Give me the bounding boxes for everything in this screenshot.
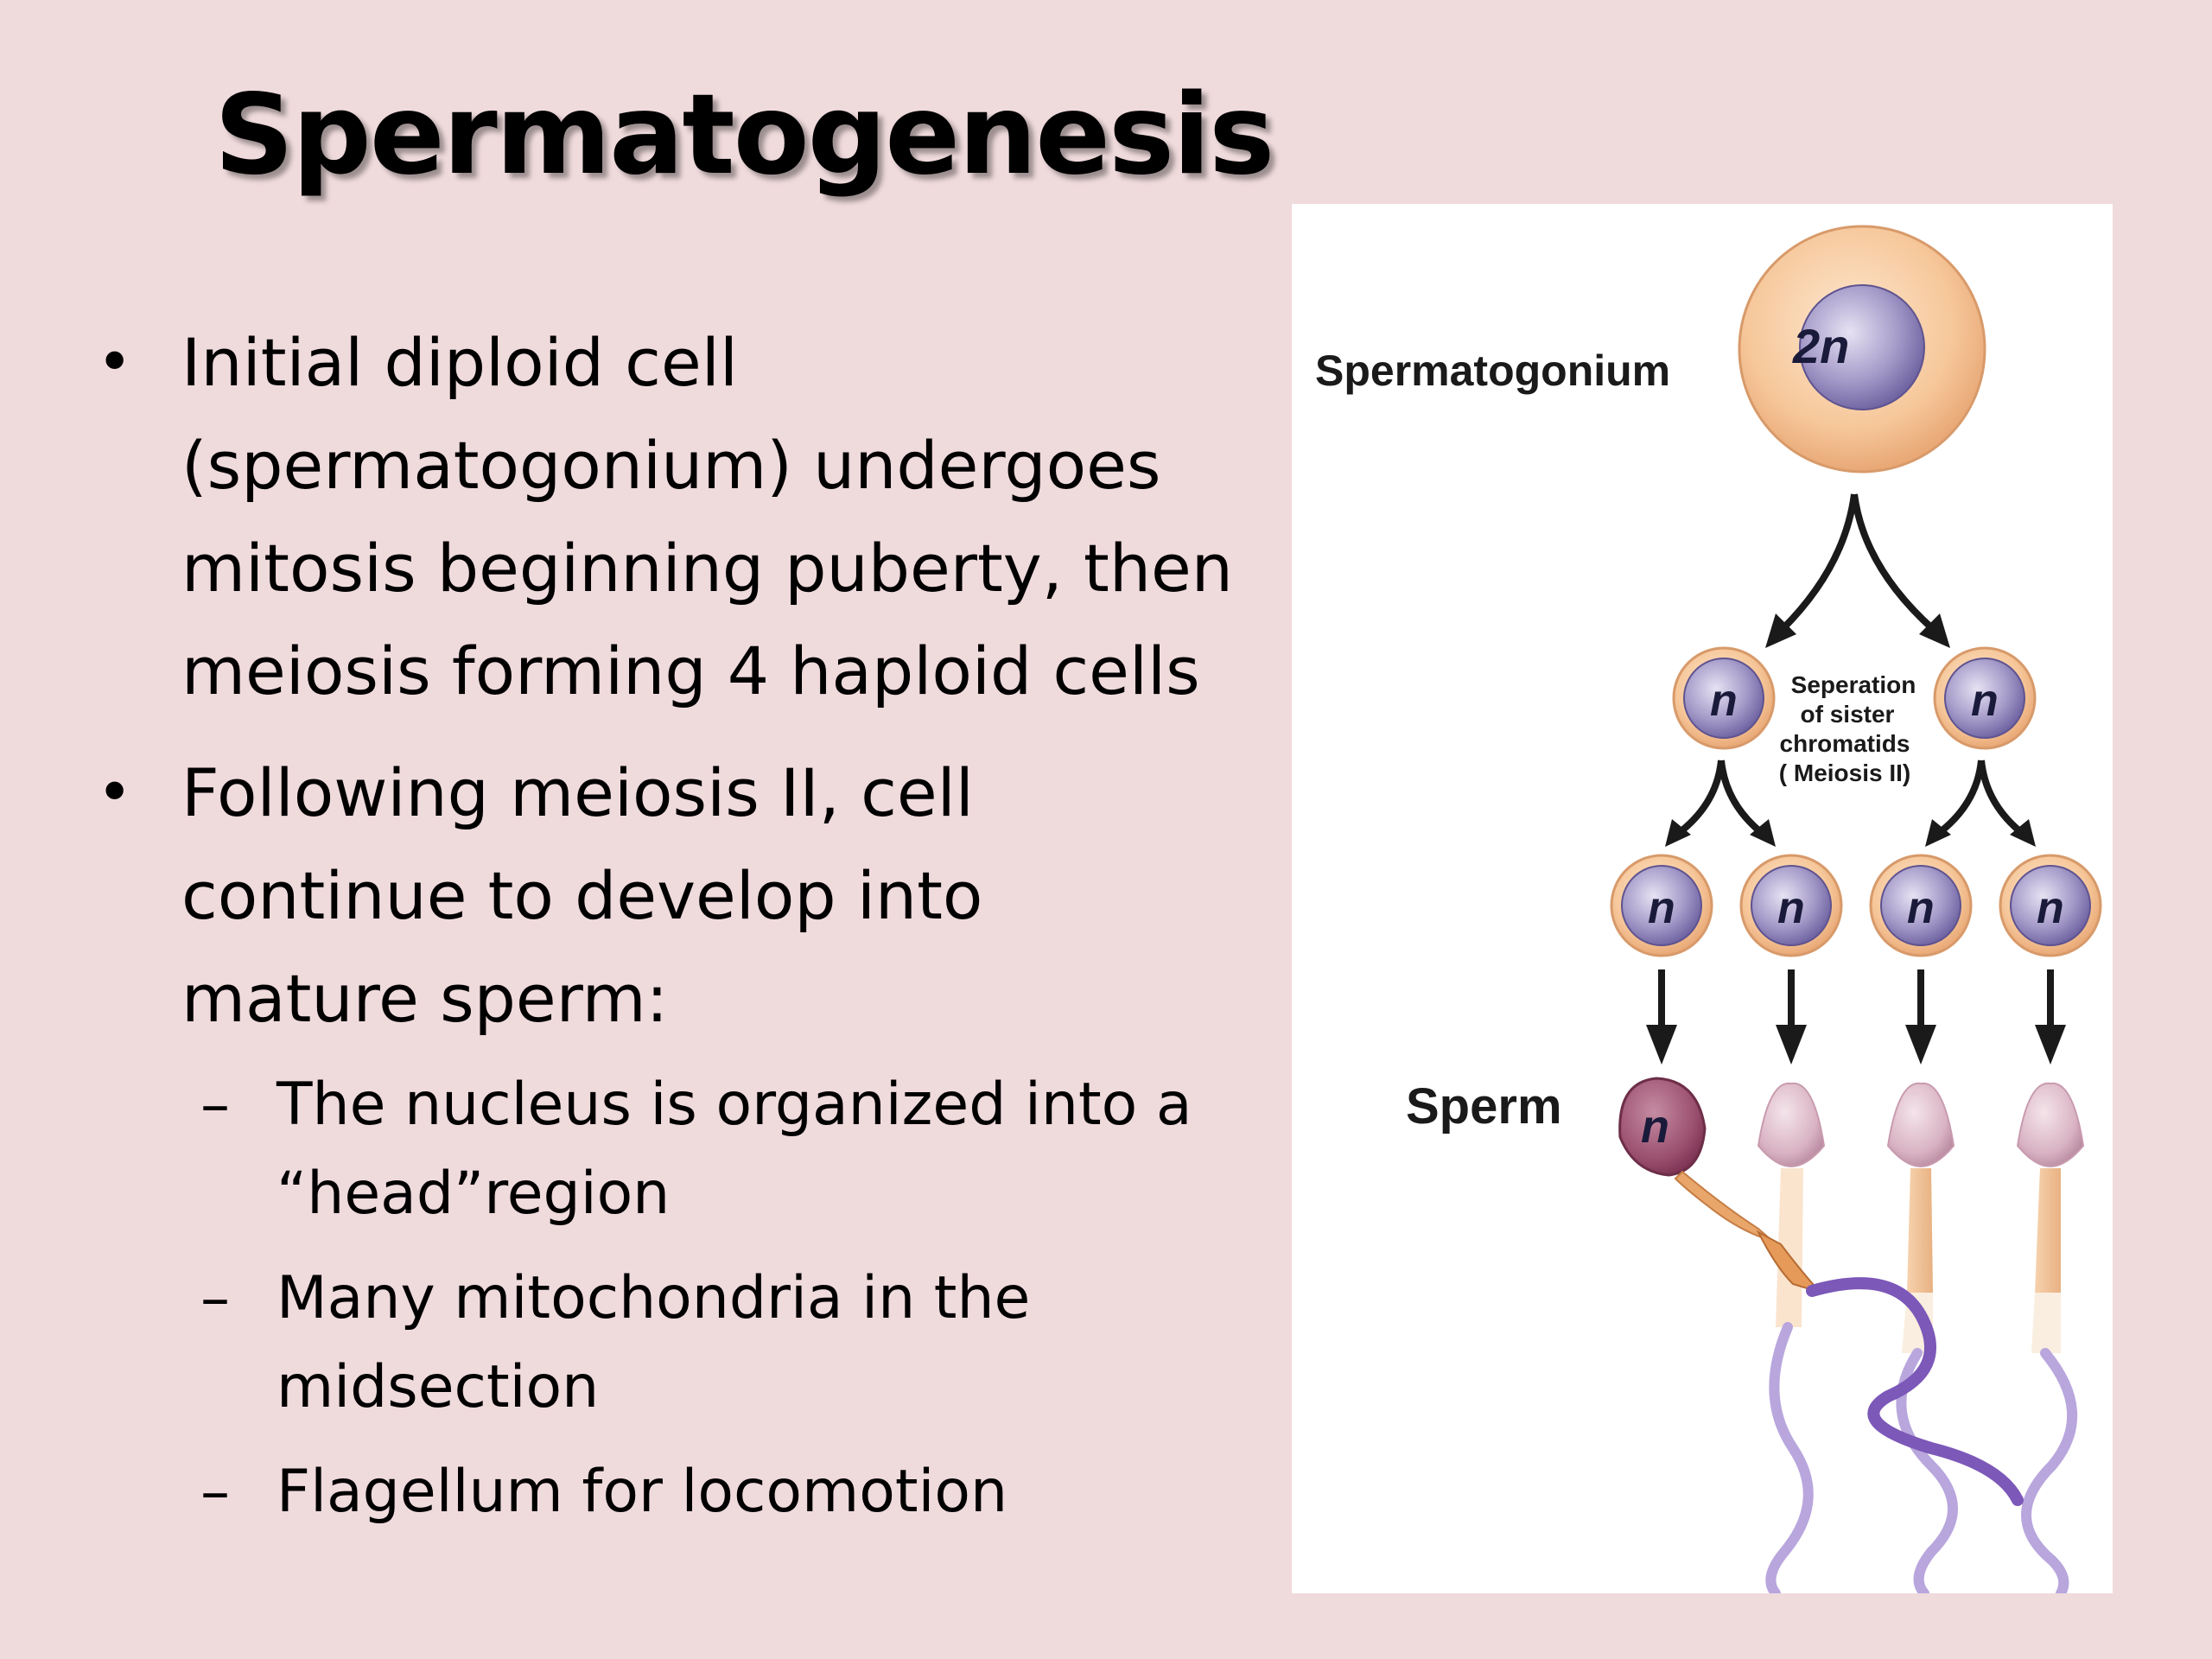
sub-bullet-mark: – — [200, 1458, 230, 1526]
sub-bullet-text-line: Many mitochondria in the — [276, 1264, 1031, 1332]
meiosis-note-line: chromatids — [1780, 730, 1910, 757]
spermatid-cell — [1739, 854, 1843, 957]
spermatogonium-cell — [1738, 225, 1986, 474]
ploidy-label: n — [1971, 676, 1999, 726]
spermatid-cell — [1869, 854, 1973, 957]
arrow-head — [1750, 819, 1776, 847]
sub-bullet-mark: – — [200, 1264, 230, 1332]
ploidy-label: n — [1777, 883, 1805, 933]
arrow-head — [1925, 819, 1951, 847]
sub-bullet-item: – Flagellum for locomotion — [86, 1447, 1296, 1536]
sub-bullet-text-line: midsection — [276, 1353, 600, 1421]
ploidy-label: n — [1907, 883, 1935, 933]
mitosis-arrows — [1780, 493, 1936, 632]
meiosis-note-line: Seperation — [1791, 671, 1916, 698]
bullet-item: • Following meiosis II, cell continue to… — [86, 741, 1296, 1050]
spermatogonium-label: Spermatogonium — [1315, 346, 1670, 395]
bullet-list: • Initial diploid cell (spermatogonium) … — [86, 311, 1296, 1536]
bullet-item: • Initial diploid cell (spermatogonium) … — [86, 311, 1296, 722]
sub-bullet-mark: – — [200, 1071, 230, 1139]
sperm-label: Sperm — [1406, 1078, 1562, 1135]
spermatogenesis-diagram: 2n Spermatogonium n n Seperation of — [1292, 204, 2113, 1593]
bullet-text-line: Following meiosis II, cell — [181, 754, 974, 831]
bullet-text-line: continue to develop into — [181, 857, 983, 934]
arrow-head — [1919, 613, 1950, 648]
bullet-text-line: (spermatogonium) undergoes — [181, 427, 1161, 504]
bullet-mark: • — [97, 327, 133, 397]
ploidy-label: n — [1648, 883, 1675, 933]
ploidy-label: n — [2037, 883, 2064, 933]
arrow-head — [2010, 819, 2036, 847]
arrow-head — [1665, 819, 1691, 847]
sperm-cell — [2016, 1082, 2085, 1593]
sub-bullet-item: – Many mitochondria in the midsection — [86, 1254, 1296, 1432]
maturation-arrows — [1658, 969, 2054, 1033]
sub-bullet-item: – The nucleus is organized into a “head”… — [86, 1060, 1296, 1238]
sperm-cell — [1757, 1082, 1826, 1593]
sperm-cell — [1886, 1082, 1958, 1593]
meiosis-note-line: of sister — [1801, 701, 1895, 728]
haploid-cell — [1933, 646, 2037, 750]
mature-sperm — [1618, 1077, 2024, 1506]
arrow-head — [1905, 1025, 1936, 1065]
sub-bullet-text-line: Flagellum for locomotion — [276, 1458, 1008, 1526]
ploidy-label: n — [1710, 676, 1738, 726]
diagram-svg: 2n Spermatogonium n n Seperation of — [1315, 225, 2102, 1593]
bullet-text-line: mitosis beginning puberty, then — [181, 530, 1233, 607]
spermatid-cell — [1610, 854, 1713, 957]
sperm-ploidy-label: n — [1641, 1101, 1669, 1153]
arrow-head — [1776, 1025, 1807, 1065]
haploid-cell — [1672, 646, 1776, 750]
slide-title: Spermatogenesis — [214, 71, 1274, 200]
bullet-text-line: mature sperm: — [181, 960, 669, 1037]
arrow-head — [1765, 613, 1796, 648]
bullet-mark: • — [97, 757, 133, 828]
spermatid-cell — [1999, 854, 2102, 957]
sub-bullet-text-line: The nucleus is organized into a — [276, 1071, 1192, 1139]
meiosis-note-line: ( Meiosis II) — [1779, 760, 1910, 786]
arrow-head — [1646, 1025, 1677, 1065]
arrow-head — [2035, 1025, 2066, 1065]
spermatogonium-ploidy: 2n — [1792, 319, 1849, 373]
bullet-text-line: meiosis forming 4 haploid cells — [181, 632, 1200, 709]
meiosis-arrows — [1676, 760, 2024, 836]
bullet-text-line: Initial diploid cell — [181, 324, 738, 401]
sub-bullet-text-line: “head”region — [276, 1160, 671, 1228]
